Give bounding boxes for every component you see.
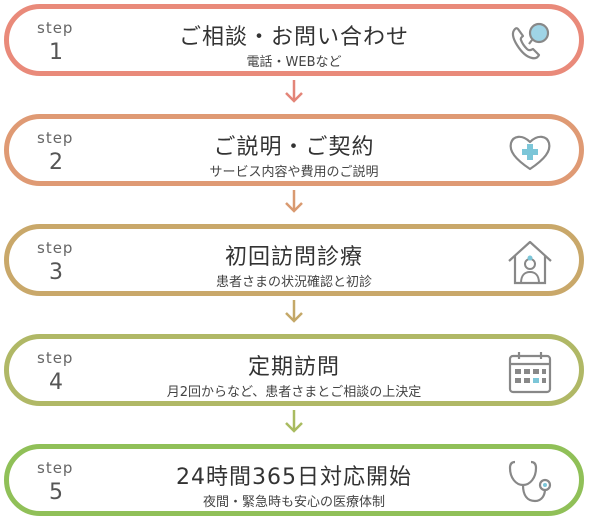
step-title: 24時間365日対応開始 xyxy=(176,465,412,490)
arrow-down-icon xyxy=(285,80,303,103)
step-card-3: step 3 初回訪問診療 患者さまの状況確認と初診 xyxy=(4,224,584,296)
arrow-down-icon xyxy=(285,300,303,323)
step-label: step xyxy=(37,129,74,147)
step-title: ご説明・ご契約 xyxy=(213,135,375,160)
step-label: step xyxy=(37,19,74,37)
step-label: step xyxy=(37,349,74,367)
step-title: 定期訪問 xyxy=(247,355,340,380)
arrow-down-icon xyxy=(285,410,303,433)
step-card-5: step 5 24時間365日対応開始 夜間・緊急時も安心の医療体制 xyxy=(4,444,584,516)
step-card-1: step 1 ご相談・お問い合わせ 電話・WEBなど xyxy=(4,4,584,76)
step-subtitle: 患者さまの状況確認と初診 xyxy=(215,275,372,290)
step-number: 5 xyxy=(49,480,63,505)
heart-cross-icon xyxy=(509,135,551,171)
step-card-4: step 4 定期訪問 月2回からなど、患者さまとご相談の上決定 xyxy=(4,334,584,406)
step-title: 初回訪問診療 xyxy=(224,245,363,270)
arrow-down-icon xyxy=(285,190,303,213)
step-number: 4 xyxy=(49,370,63,395)
step-subtitle: サービス内容や費用のご説明 xyxy=(209,165,379,180)
step-label: step xyxy=(37,239,74,257)
step-number: 2 xyxy=(49,150,63,175)
step-label: step xyxy=(37,459,74,477)
step-subtitle: 電話・WEBなど xyxy=(246,55,342,70)
stethoscope-icon xyxy=(508,460,552,503)
step-subtitle: 夜間・緊急時も安心の医療体制 xyxy=(202,495,385,510)
step-subtitle: 月2回からなど、患者さまとご相談の上決定 xyxy=(166,385,422,400)
house-doctor-icon xyxy=(508,240,552,285)
step-number: 1 xyxy=(49,40,63,65)
phone-icon xyxy=(511,22,550,60)
step-card-2: step 2 ご説明・ご契約 サービス内容や費用のご説明 xyxy=(4,114,584,186)
step-title: ご相談・お問い合わせ xyxy=(178,25,409,50)
step-number: 3 xyxy=(49,260,63,285)
calendar-icon xyxy=(508,352,552,394)
